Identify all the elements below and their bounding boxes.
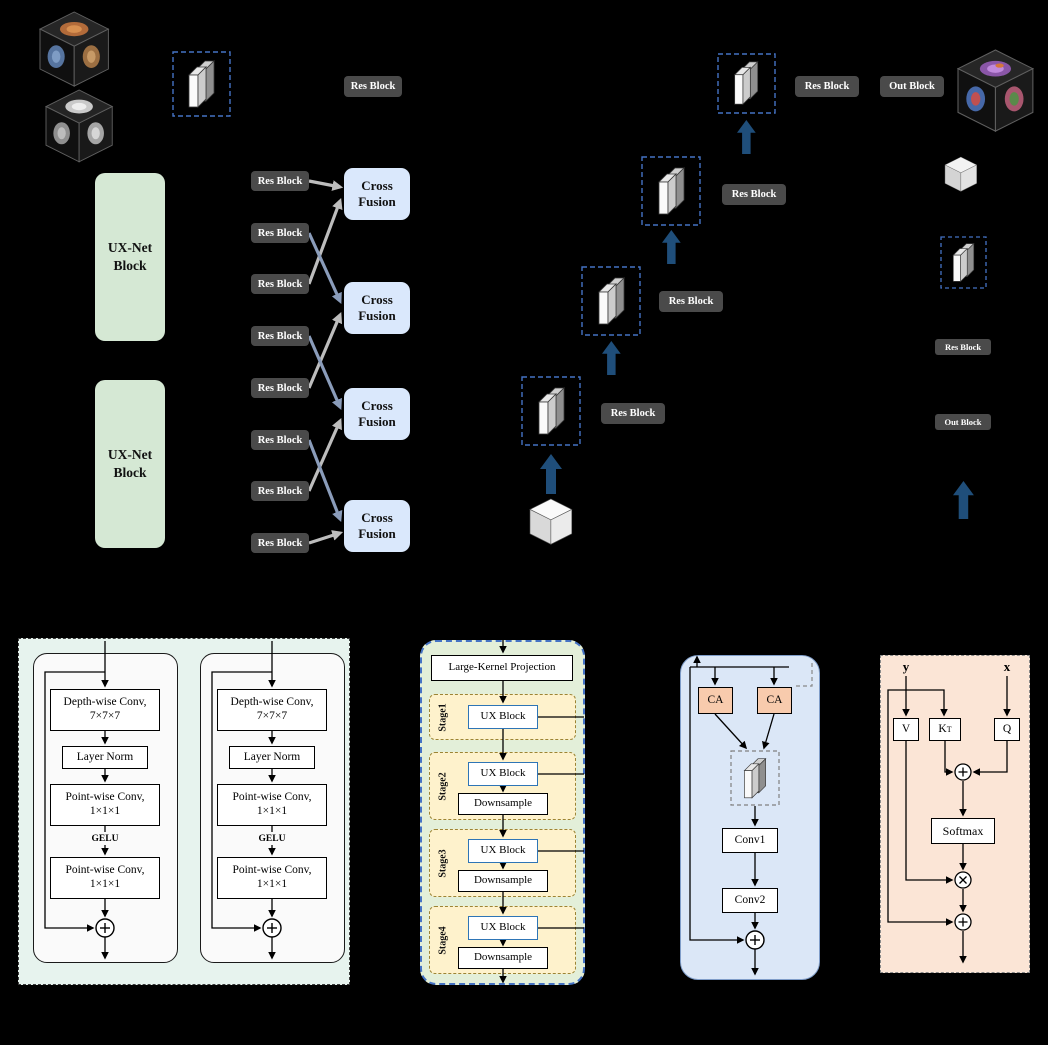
downsample-box: Downsample	[458, 870, 548, 892]
res-block-label: Res Block	[251, 171, 309, 191]
res-block-label: Res Block	[251, 378, 309, 398]
feature-map-frame	[172, 51, 231, 117]
ux-block-box: UX Block	[468, 762, 538, 786]
pointwise-conv-box: Point-wise Conv, 1×1×1	[217, 784, 327, 826]
gelu-label: GELU	[252, 832, 292, 845]
res-block-label: Res Block	[344, 76, 402, 97]
value-box: V	[893, 718, 919, 741]
res-block-label: Res Block	[251, 274, 309, 294]
cross-attention-box: CA	[757, 687, 792, 714]
input-y-label: y	[902, 659, 910, 674]
feature-map-icon	[538, 387, 565, 435]
stage1-label: Stage1	[437, 703, 449, 732]
res-block-label: Res Block	[251, 430, 309, 450]
softmax-box: Softmax	[931, 818, 995, 844]
ux-block-box: UX Block	[468, 705, 538, 729]
res-block-label: Res Block	[659, 291, 723, 312]
cube-icon	[529, 498, 573, 545]
gelu-label: GELU	[85, 832, 125, 845]
feature-map-icon	[188, 60, 215, 108]
conv2-box: Conv2	[722, 888, 778, 913]
query-box: Q	[994, 718, 1020, 741]
res-block-label: Res Block	[251, 481, 309, 501]
input-volume-icon-2	[44, 89, 114, 163]
downsample-box: Downsample	[458, 793, 548, 815]
stage2-label: Stage2	[437, 772, 449, 801]
feature-map-icon	[658, 167, 685, 215]
feature-map-frame	[581, 266, 641, 336]
pointwise-conv-box: Point-wise Conv, 1×1×1	[217, 857, 327, 899]
downsample-box: Downsample	[458, 947, 548, 969]
legend-feature-map-icon	[952, 243, 975, 282]
feature-map-frame	[641, 156, 701, 226]
cross-fusion-block-3: Cross Fusion	[344, 388, 410, 440]
feature-map-icon	[598, 277, 625, 325]
conv1-box: Conv1	[722, 828, 778, 853]
legend-res-block-label: Res Block	[935, 339, 991, 355]
feature-map-icon	[734, 61, 759, 105]
upsample-arrow-icon	[662, 230, 681, 264]
stage3-label: Stage3	[437, 849, 449, 878]
upsample-arrow-icon	[737, 120, 756, 154]
res-block-label: Res Block	[251, 533, 309, 553]
res-block-label: Res Block	[251, 326, 309, 346]
panel-cross-attention-detail	[880, 655, 1030, 973]
upsample-arrow-icon	[540, 454, 562, 494]
ux-net-block-2: UX-Net Block	[95, 380, 165, 548]
cross-fusion-block-4: Cross Fusion	[344, 500, 410, 552]
ux-net-block-1: UX-Net Block	[95, 173, 165, 341]
large-kernel-projection-box: Large-Kernel Projection	[431, 655, 573, 681]
layer-norm-box: Layer Norm	[62, 746, 148, 769]
cross-fusion-block-1: Cross Fusion	[344, 168, 410, 220]
feature-map-frame	[717, 53, 776, 114]
stage4-label: Stage4	[437, 926, 449, 955]
pointwise-conv-box: Point-wise Conv, 1×1×1	[50, 857, 160, 899]
legend-upsample-arrow-icon	[953, 481, 974, 519]
legend-feature-map-frame	[940, 236, 987, 289]
ux-block-box: UX Block	[468, 916, 538, 940]
res-block-label: Res Block	[722, 184, 786, 205]
depthwise-conv-box: Depth-wise Conv, 7×7×7	[217, 689, 327, 731]
legend-cube-icon	[944, 156, 978, 192]
cross-attention-box: CA	[698, 687, 733, 714]
layer-norm-box: Layer Norm	[229, 746, 315, 769]
pointwise-conv-box: Point-wise Conv, 1×1×1	[50, 784, 160, 826]
legend-out-block-label: Out Block	[935, 414, 991, 430]
ux-block-box: UX Block	[468, 839, 538, 863]
upsample-arrow-icon	[602, 341, 621, 375]
depthwise-conv-box: Depth-wise Conv, 7×7×7	[50, 689, 160, 731]
res-block-label: Res Block	[251, 223, 309, 243]
feature-map-frame	[521, 376, 581, 446]
input-volume-icon-1	[38, 11, 110, 87]
cross-fusion-block-2: Cross Fusion	[344, 282, 410, 334]
fusion-connectors	[307, 179, 344, 545]
input-x-label: x	[1003, 659, 1011, 674]
res-block-label: Res Block	[795, 76, 859, 97]
res-block-label: Res Block	[601, 403, 665, 424]
output-volume-icon	[956, 49, 1035, 132]
out-block-label: Out Block	[880, 76, 944, 97]
